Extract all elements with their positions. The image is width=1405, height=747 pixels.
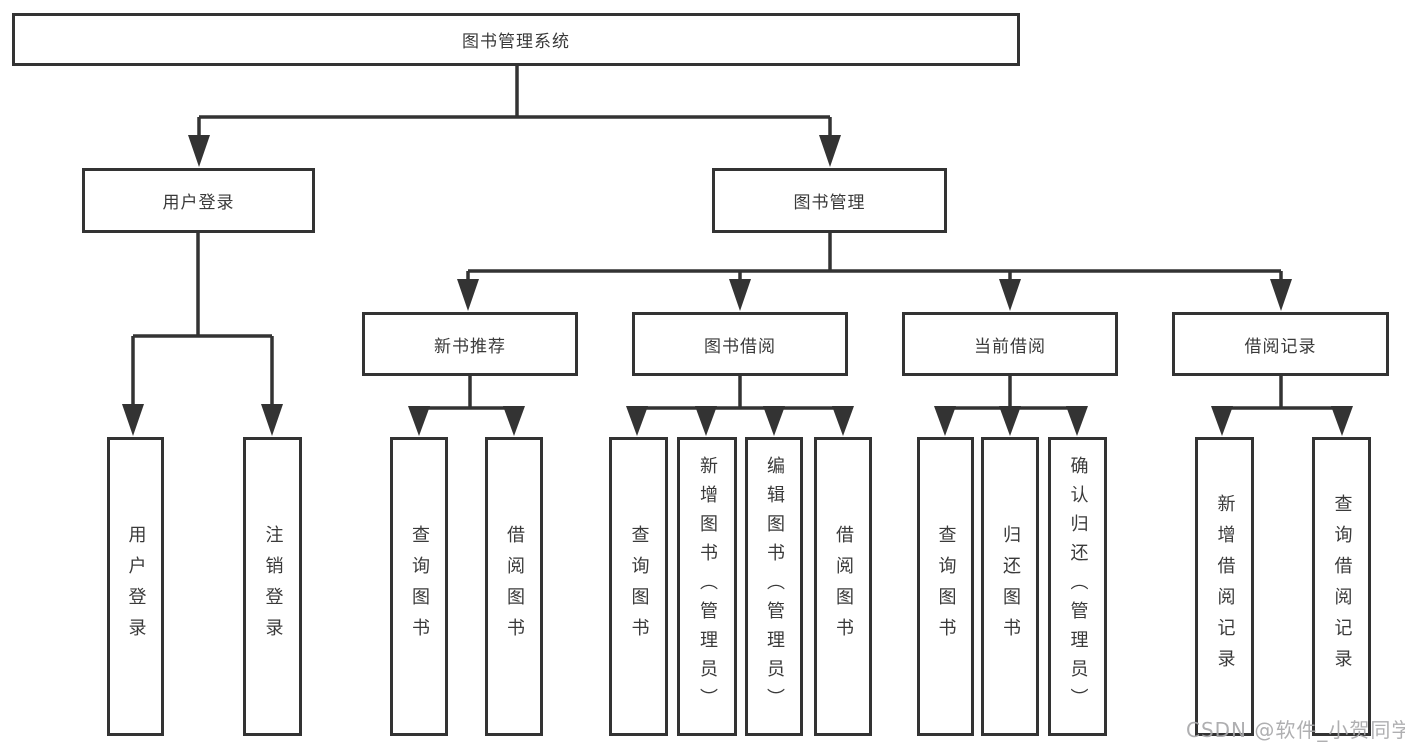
leaf-query-books-borrowing: 查询图书: [609, 437, 668, 736]
leaf-query-books-current: 查询图书: [917, 437, 974, 736]
leaf-borrow-books: 借阅图书: [814, 437, 872, 736]
leaf-borrow-books-recommend: 借阅图书: [485, 437, 543, 736]
node-book-management-system: 图书管理系统: [12, 13, 1020, 66]
node-new-book-recommend: 新书推荐: [362, 312, 578, 376]
node-current-borrowing: 当前借阅: [902, 312, 1118, 376]
leaf-add-borrow-record: 新增借阅记录: [1195, 437, 1254, 736]
node-book-borrowing: 图书借阅: [632, 312, 848, 376]
leaf-edit-books-admin: 编辑图书（管理员）: [745, 437, 803, 736]
leaf-add-books-admin: 新增图书（管理员）: [677, 437, 737, 736]
leaf-query-books-recommend: 查询图书: [390, 437, 448, 736]
leaf-logout: 注销登录: [243, 437, 302, 736]
leaf-confirm-return-admin: 确认归还（管理员）: [1048, 437, 1107, 736]
node-book-management: 图书管理: [712, 168, 947, 233]
leaf-return-books: 归还图书: [981, 437, 1039, 736]
leaf-query-borrow-record: 查询借阅记录: [1312, 437, 1371, 736]
node-user-login: 用户登录: [82, 168, 315, 233]
node-borrowing-records: 借阅记录: [1172, 312, 1389, 376]
leaf-user-login: 用户登录: [107, 437, 164, 736]
csdn-watermark: CSDN @软件_小贺同学: [1186, 718, 1405, 742]
